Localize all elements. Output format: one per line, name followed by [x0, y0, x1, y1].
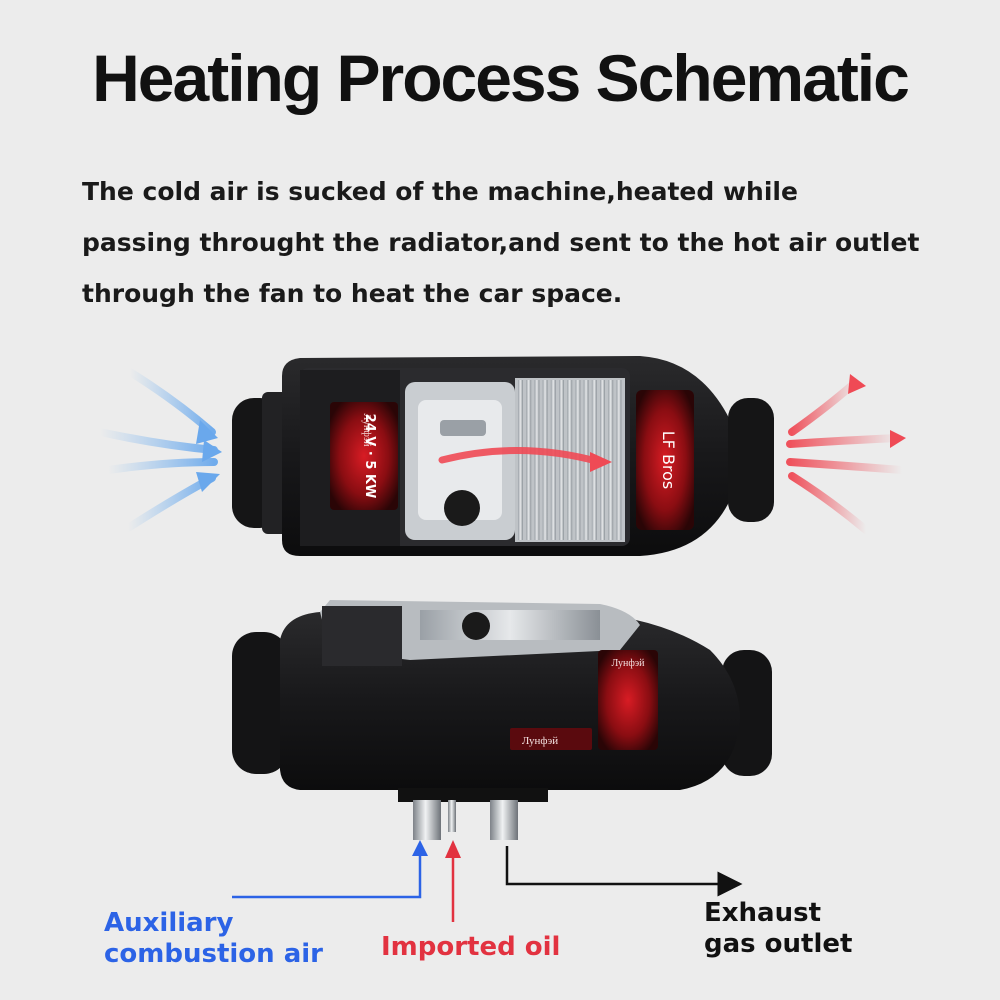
nameplate-brand-text: Лунфэй [611, 658, 645, 669]
description-line: The cold air is sucked of the machine,he… [82, 177, 798, 206]
radiator-fin [616, 380, 622, 540]
radiator-fin [550, 380, 556, 540]
label-spec-text: 24 V · 5 KW [362, 414, 377, 499]
page-title: Heating Process Schematic [92, 41, 910, 115]
exhaust-gas-outlet-label: Exhaust gas outlet [704, 898, 852, 960]
heater-top-view [232, 356, 774, 556]
exhaust-port [490, 800, 518, 840]
radiator-fin [518, 380, 523, 540]
side-label-brand-text: Лунфэй [522, 735, 558, 747]
auxiliary-air-arrow [232, 840, 428, 899]
radiator-fin [567, 380, 573, 540]
radiator-fin [534, 380, 540, 540]
radiator-fin [542, 380, 548, 540]
brand-panel [636, 390, 694, 530]
label-line: Auxiliary [104, 908, 234, 938]
label-brand-text: Лунфэй [361, 413, 372, 447]
imported-oil-arrow [445, 840, 461, 922]
heater-side-view [232, 600, 772, 840]
label-line: Exhaust [704, 898, 821, 928]
description-line: through the fan to heat the car space. [82, 279, 623, 308]
fuel-port [448, 800, 456, 832]
auxiliary-air-port [413, 800, 441, 840]
label-line: combustion air [104, 939, 324, 969]
rating-label [330, 402, 398, 510]
nameplate [598, 650, 658, 750]
imported-oil-label: Imported oil [381, 932, 561, 962]
lf-bros-logo-text: LF Bros [659, 431, 678, 490]
exhaust-arrow [505, 846, 743, 897]
label-line: gas outlet [704, 929, 853, 959]
description-text: The cold air is sucked of the machine,he… [82, 166, 962, 319]
hot-air-flow [786, 374, 906, 534]
radiator-fin [559, 380, 564, 540]
radiator-fin [608, 380, 614, 540]
auxiliary-combustion-air-label: Auxiliary combustion air [104, 908, 323, 970]
description-line: passing throught the radiator,and sent t… [82, 228, 920, 257]
radiator-fins [515, 378, 625, 542]
radiator-fin [526, 380, 532, 540]
cold-air-flow [96, 368, 222, 532]
